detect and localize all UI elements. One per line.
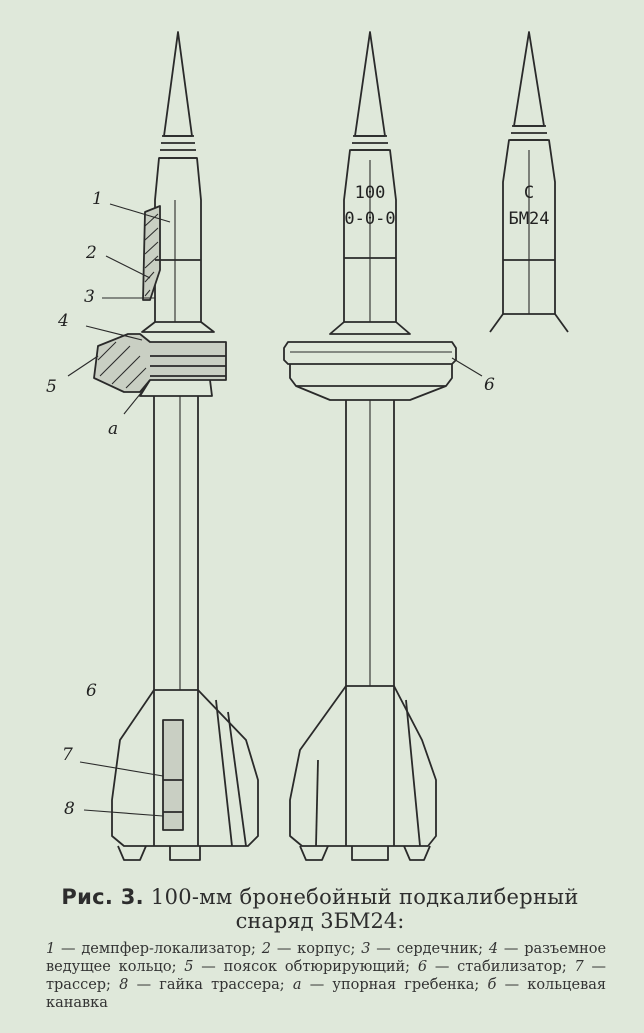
callout-2: 2 — [85, 243, 97, 263]
legend-text: корпус; — [297, 941, 356, 957]
legend-text: упорная гребенка; — [332, 977, 480, 993]
legend-item: 4 — разъемное ведущее кольцо; — [46, 941, 607, 975]
legend-item: б — кольцевая канавка — [46, 977, 607, 1011]
callout-3: 3 — [84, 287, 95, 307]
callout-5: 5 — [46, 377, 57, 397]
legend-key: а — [292, 977, 302, 993]
legend-item: 6 — стабилизатор; — [417, 959, 567, 975]
shell-3-marking-2: БМ24 — [509, 209, 550, 229]
callout-7: 7 — [62, 745, 73, 765]
shell-1-body — [154, 157, 202, 323]
legend-text: демпфер-локализатор; — [81, 941, 256, 957]
callout-a: а — [108, 419, 118, 439]
shell-3-marking-1: С — [524, 183, 534, 203]
figure-legend: 1 — демпфер-локализатор; 2 — корпус; 3 —… — [46, 940, 606, 1012]
legend-key: б — [487, 977, 497, 993]
shell-2-driving-ring — [283, 341, 457, 365]
legend-item: 1 — демпфер-локализатор; — [46, 941, 256, 957]
callout-8: 8 — [64, 799, 75, 819]
legend-text: кольцевая канавка — [46, 977, 607, 1011]
legend-item: 8 — гайка трассера; — [119, 977, 285, 993]
legend-item: 2 — корпус; — [261, 941, 356, 957]
shell-2-nose — [354, 31, 386, 137]
shell-2-marking-2: 0-0-0 — [344, 209, 395, 229]
shell-1-driving-ring — [93, 333, 227, 393]
legend-item: 5 — поясок обтюрирующий; — [184, 959, 411, 975]
caption-title-line2: снаряд 3БМ24: — [235, 909, 405, 933]
shell-2-marking-1: 100 — [355, 183, 386, 203]
legend-text: гайка трассера; — [159, 977, 285, 993]
shell-1-cutaway — [67, 31, 259, 861]
caption-title: 100-мм бронебойный подкалиберный — [150, 885, 579, 909]
legend-key: 5 — [184, 959, 194, 975]
callout-6: 6 — [86, 681, 97, 701]
callout-1: 1 — [92, 189, 103, 209]
legend-text: поясок обтюрирующий; — [223, 959, 411, 975]
callout-4: 4 — [57, 311, 69, 331]
shell-1-nose — [163, 31, 193, 137]
legend-text: трассер; — [46, 977, 111, 993]
legend-key: 1 — [46, 941, 56, 957]
projectile-diagram: 1 2 3 4 5 а 6 7 8 6 100 0-0-0 С БМ24 — [46, 31, 569, 861]
legend-key: 7 — [574, 959, 584, 975]
legend-key: 4 — [488, 941, 499, 957]
shell-3-fragment — [489, 31, 569, 333]
legend-item: а — упорная гребенка; — [292, 977, 480, 993]
shell-2-stabilizer — [289, 685, 437, 847]
legend-key: 3 — [361, 941, 371, 957]
shell-2-exterior — [283, 31, 483, 861]
legend-text: разъемное ведущее кольцо; — [46, 941, 607, 975]
callout-shell2-6: 6 — [484, 375, 495, 395]
legend-item: 7 — трассер; — [46, 959, 607, 993]
shell-1-rod — [153, 396, 199, 690]
legend-text: стабилизатор; — [457, 959, 567, 975]
figure-caption: Рис. 3. 100-мм бронебойный подкалиберный — [40, 884, 600, 910]
legend-key: 8 — [119, 977, 129, 993]
legend-item: 3 — сердечник; — [361, 941, 483, 957]
legend-key: 6 — [417, 959, 428, 975]
shell-2-rod — [345, 400, 395, 686]
legend-key: 2 — [261, 941, 271, 957]
legend-text: сердечник; — [396, 941, 483, 957]
caption-prefix: Рис. 3. — [61, 885, 144, 909]
